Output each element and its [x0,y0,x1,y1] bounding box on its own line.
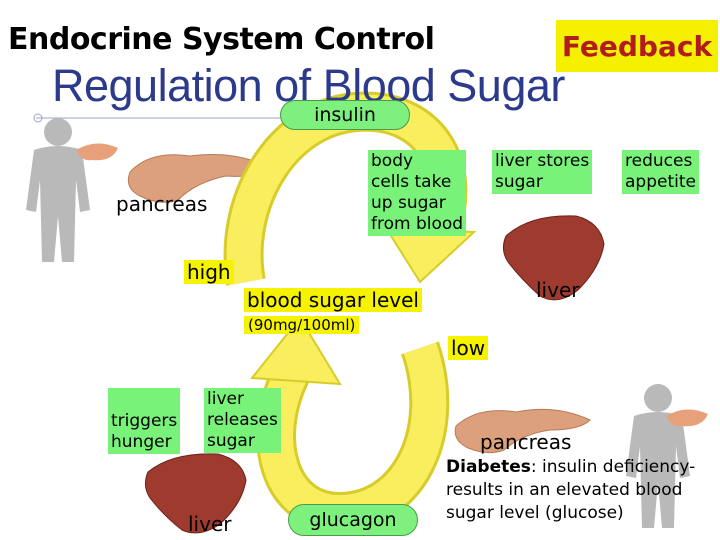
triggers-hunger-box: triggers hunger [108,388,181,454]
triggers-hunger-line: hunger [111,432,172,452]
low-label: low [448,336,489,360]
liver-releases-line: sugar [207,431,255,451]
pancreas-bottom-label: pancreas [480,430,572,454]
body-cells-line: body [371,151,414,171]
human-silhouette-icon [626,384,690,528]
pancreas-icon [454,408,591,454]
reduces-appetite-line: appetite [625,172,696,192]
liver-releases-box: liver releases sugar [204,388,281,453]
feedback-label: Feedback [556,20,718,72]
body-cells-line: up sugar [371,193,446,213]
high-label: high [184,260,234,284]
liver-stores-line: liver stores [495,151,590,171]
range-label: (90mg/100ml) [244,316,360,334]
liver-top-label: liver [536,278,580,302]
reduces-appetite-line: reduces [625,151,693,171]
insulin-label: insulin [280,100,410,130]
body-cells-line: cells take [371,172,452,192]
pancreas-icon [127,154,271,203]
glucagon-label: glucagon [288,504,418,536]
triggers-hunger-line: triggers [111,411,178,431]
body-cells-box: body cells take up sugar from blood [368,150,467,236]
crosshair-icon [33,113,43,123]
blood-sugar-level-label: blood sugar level [244,288,422,312]
pancreas-top-label: pancreas [116,192,208,216]
liver-icon [144,453,247,534]
liver-releases-line: releases [207,410,278,430]
diabetes-line-1: : insulin deficiency- [530,457,696,477]
diabetes-note: Diabetes: insulin deficiency- results in… [446,456,720,525]
diabetes-line-3: sugar level (glucose) [446,503,624,523]
human-silhouette-icon [26,118,90,262]
liver-releases-line: liver [207,389,244,409]
diabetes-line-2: results in an elevated blood [446,480,683,500]
diabetes-term: Diabetes [446,457,531,477]
pancreas-icon [666,409,708,427]
body-cells-line: from blood [371,214,464,234]
reduces-appetite-box: reduces appetite [622,150,699,194]
liver-stores-line: sugar [495,172,543,192]
liver-bottom-label: liver [188,512,232,536]
liver-stores-box: liver stores sugar [492,150,593,194]
pancreas-icon [76,143,118,161]
liver-icon [502,215,605,301]
main-title: Endocrine System Control [8,22,435,57]
